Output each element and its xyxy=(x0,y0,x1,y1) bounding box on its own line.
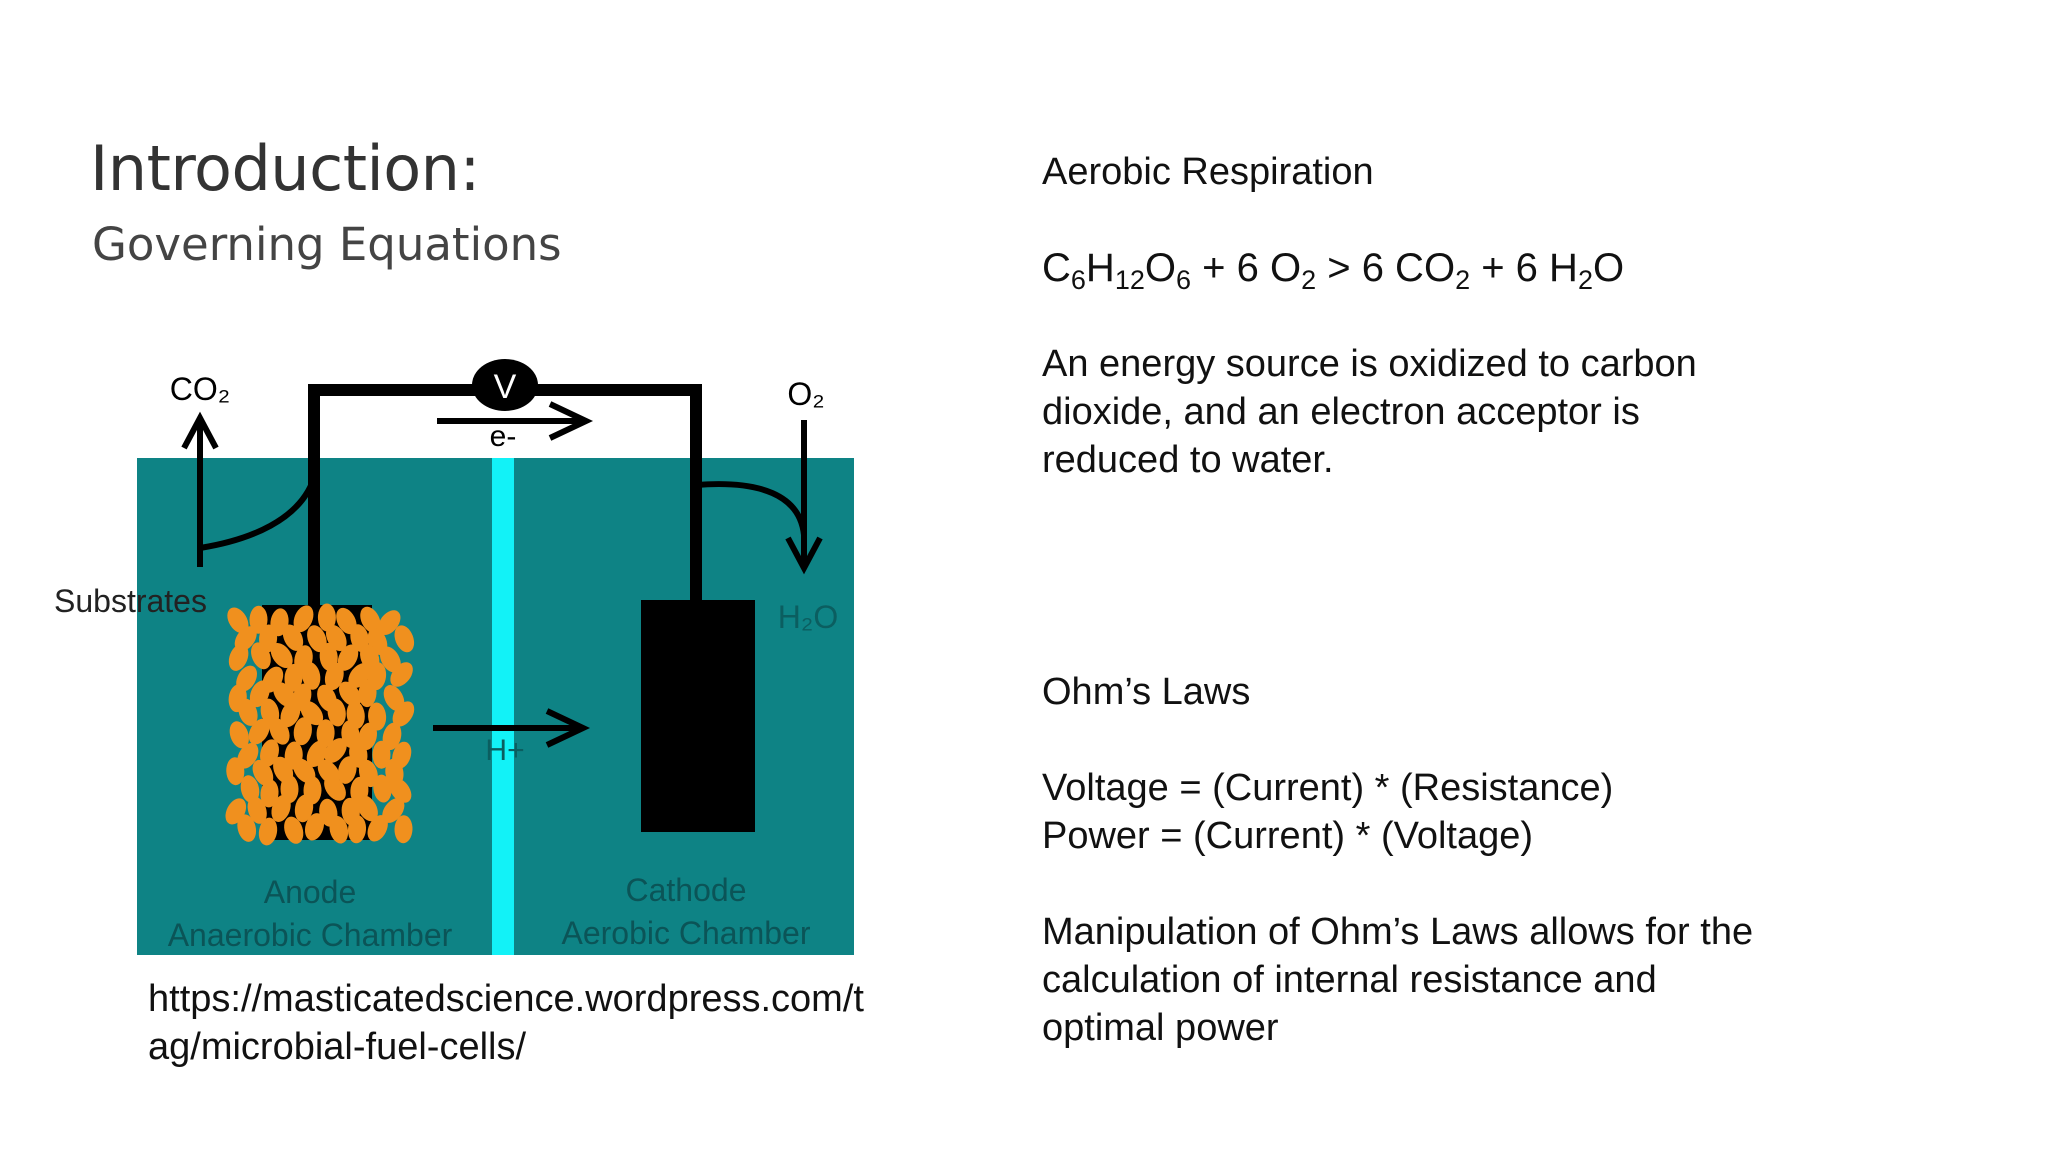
bacterium xyxy=(247,796,267,824)
bacterium xyxy=(378,610,401,635)
bacterium xyxy=(284,663,303,692)
bacterium xyxy=(260,779,279,808)
bacterium xyxy=(273,682,296,707)
proton-label: H+ xyxy=(485,734,524,767)
bacterium xyxy=(280,700,301,728)
bacterium xyxy=(238,698,258,726)
bacterium xyxy=(337,756,357,784)
co2-out-arrow xyxy=(181,411,219,567)
bacterium xyxy=(226,757,245,786)
bacterium xyxy=(252,759,274,787)
voltage-equation: Voltage = (Current) * (Resistance) xyxy=(1042,767,1614,809)
bacterium xyxy=(390,662,413,687)
ohm-heading: Ohm’s Laws xyxy=(1042,671,1251,713)
bacterium xyxy=(282,624,304,651)
bacterium xyxy=(301,662,321,690)
o2-in-arrow xyxy=(785,420,823,575)
bacterium xyxy=(327,698,346,727)
bacterium xyxy=(251,642,271,670)
bacterium xyxy=(357,795,378,822)
bacterium xyxy=(380,646,401,673)
bacterium xyxy=(324,775,346,801)
bacterium xyxy=(394,625,415,653)
proton-flow-arrow xyxy=(433,708,591,748)
bacterium xyxy=(228,643,249,671)
bacterium xyxy=(284,816,304,844)
bacterium xyxy=(270,642,293,669)
electron-flow-arrow xyxy=(437,401,594,441)
anode-label: Anode xyxy=(264,874,357,910)
o2-label: O₂ xyxy=(787,376,824,412)
bacterium xyxy=(271,794,291,822)
ohm-description: Manipulation of Ohm’s Laws allows for th… xyxy=(1042,911,1754,1049)
bacterium xyxy=(347,815,367,844)
bacterium xyxy=(373,774,392,803)
bacterium xyxy=(382,798,405,823)
bacterium xyxy=(269,718,290,745)
bacteria-cluster xyxy=(225,603,415,846)
bacterium xyxy=(249,605,268,634)
bacterium xyxy=(293,758,316,784)
proton-membrane xyxy=(492,458,514,955)
bacterium xyxy=(338,681,362,707)
bacterium xyxy=(307,625,327,653)
aerobic-heading: Aerobic Respiration xyxy=(1042,151,1374,193)
bacterium xyxy=(258,817,278,846)
bacterium xyxy=(383,685,405,712)
bacterium xyxy=(337,644,359,671)
electron-label: e- xyxy=(490,420,517,453)
bacterium xyxy=(227,607,249,634)
bacterium xyxy=(237,742,259,769)
bacterium xyxy=(392,701,415,727)
bacterium xyxy=(324,662,344,691)
voltmeter-label: V xyxy=(494,368,517,406)
bacterium xyxy=(367,815,388,842)
slide-subtitle: Governing Equations xyxy=(92,218,562,271)
bacterium xyxy=(372,740,391,769)
source-url[interactable]: https://masticatedscience.wordpress.com/… xyxy=(148,978,864,1068)
anode-chamber-label: Anaerobic Chamber xyxy=(168,917,453,953)
bacterium xyxy=(358,679,377,708)
bacterium xyxy=(248,718,270,745)
bacterium xyxy=(240,775,260,803)
bacterium xyxy=(360,606,381,634)
voltmeter xyxy=(472,359,538,411)
bacterium xyxy=(293,717,312,746)
bacterium xyxy=(336,607,357,635)
slide-title: Introduction: xyxy=(90,132,480,205)
bacterium xyxy=(329,815,349,844)
cathode-chamber-label: Aerobic Chamber xyxy=(562,915,811,951)
anode-substrate-curve xyxy=(199,476,317,551)
bacterium xyxy=(382,722,402,751)
substrates-label: Substrates xyxy=(54,583,207,619)
bacterium xyxy=(394,815,413,844)
bacterium xyxy=(316,719,335,748)
cathode-label: Cathode xyxy=(626,872,747,908)
bacterium xyxy=(293,605,314,633)
cathode-electrode xyxy=(641,600,755,832)
power-equation: Power = (Current) * (Voltage) xyxy=(1042,815,1534,857)
bacterium xyxy=(324,738,347,763)
aerobic-description: An energy source is oxidized to carbon d… xyxy=(1042,343,1697,481)
h2o-label: H₂O xyxy=(778,599,838,635)
respiration-equation: C6H12O6 + 6 O2 > 6 CO2 + 6 H2O xyxy=(1042,246,1625,295)
bacterium xyxy=(317,603,336,632)
bacterium xyxy=(304,813,325,841)
bacterium xyxy=(237,814,257,842)
bacterium xyxy=(294,794,314,823)
bacterium xyxy=(389,777,412,803)
bacterium xyxy=(229,721,249,749)
co2-label: CO₂ xyxy=(170,371,230,407)
bacterium xyxy=(260,739,279,767)
